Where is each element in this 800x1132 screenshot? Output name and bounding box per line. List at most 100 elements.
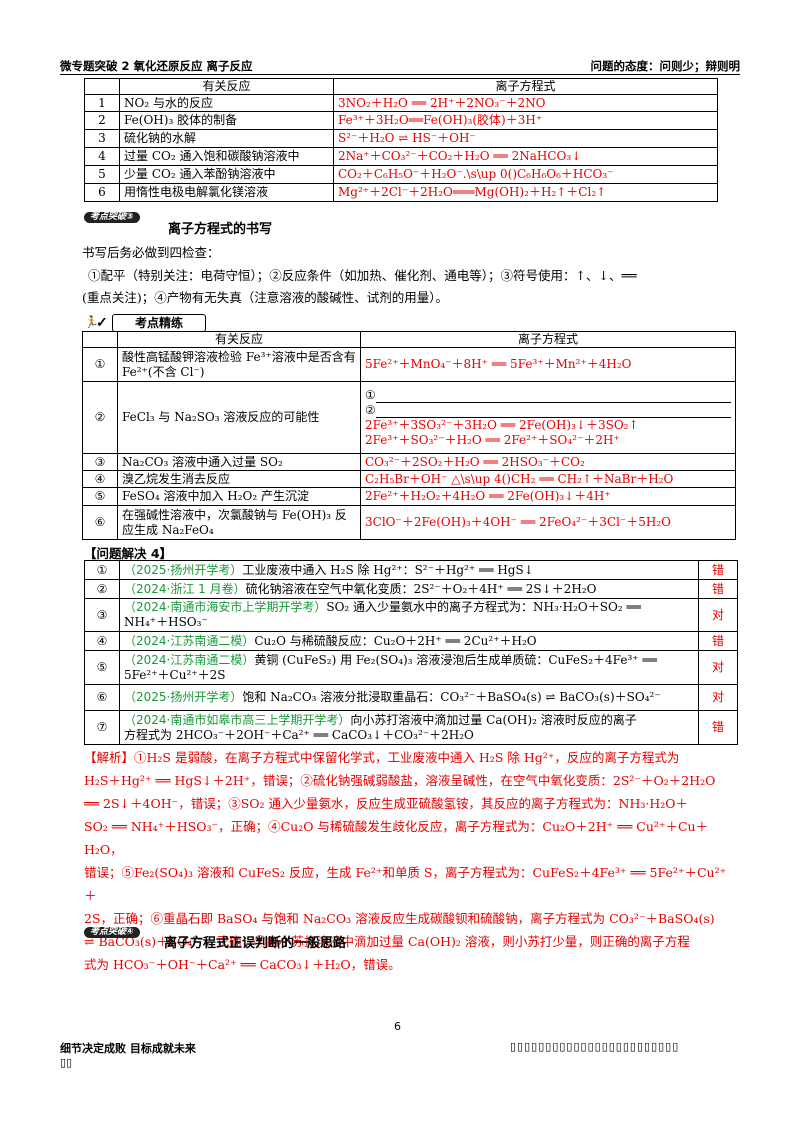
- t1-row-reaction: 硫化钠的水解: [119, 129, 334, 148]
- p4-source: （2024·江苏南通二模）: [124, 652, 255, 667]
- t1-row-equation: Mg²⁺＋2Cl⁻＋2H₂O═══Mg(OH)₂＋H₂↑＋Cl₂↑: [333, 183, 718, 202]
- t1-row-num: 5: [84, 165, 120, 184]
- t1-row-equation: 2Na⁺＋CO₃²⁻＋CO₂＋H₂O ══ 2NaHCO₃↓: [333, 147, 718, 166]
- p4-text: 饱和 Na₂CO₃ 溶液分批浸取重晶石：CO₃²⁻＋BaSO₄(s) ⇌ BaC…: [242, 690, 661, 704]
- p4-text: 硫化钠溶液在空气中氧化变质：2S²⁻＋O₂＋4H⁺ ══ 2S↓＋2H₂O: [245, 581, 597, 596]
- t2-header-reaction: 有关反应: [117, 331, 361, 348]
- p4-row-num: ③: [84, 598, 120, 632]
- answer-blank-2: [375, 405, 731, 418]
- section3-badge: 考点突破③: [84, 212, 140, 223]
- p4-row-num: ④: [84, 631, 120, 651]
- p4-verdict: 对: [698, 684, 738, 711]
- analysis-line: ⇌ BaCO₃(s)＋SO₄²⁻，正确；⑦向小苏打溶液中滴加过量 Ca(OH)₂…: [84, 934, 690, 949]
- footer-right: ▯▯▯▯▯▯▯▯▯▯▯▯▯▯▯▯▯▯▯▯▯▯▯▯: [510, 1040, 680, 1053]
- t2-row-equation: 3ClO⁻＋2Fe(OH)₃＋4OH⁻ ══ 2FeO₄²⁻＋3Cl⁻＋5H₂O: [360, 505, 736, 540]
- t1-row-equation: 3NO₂＋H₂O ══ 2H⁺＋2NO₃⁻＋2NO: [333, 94, 718, 112]
- p4-row-num: ⑤: [84, 650, 120, 685]
- page-number: 6: [394, 1020, 401, 1033]
- t1-row-equation: Fe³⁺＋3H₂O══Fe(OH)₃(胶体)＋3H⁺: [333, 111, 718, 130]
- p4-verdict: 错: [698, 579, 738, 599]
- p4-row-num: ⑥: [84, 684, 120, 711]
- p4-source: （2024·南通市如皋市高三上学期开学考）: [124, 712, 351, 727]
- t1-row-reaction: 少量 CO₂ 通入苯酚钠溶液中: [119, 165, 334, 184]
- p4-source: （2025·扬州开学考）: [124, 562, 243, 577]
- p4-text-cont: NH₄⁺＋HSO₃⁻: [124, 615, 208, 629]
- t2-row-reaction: Na₂CO₃ 溶液中通入过量 SO₂: [117, 453, 361, 471]
- p4-row-statement: （2024·南通市如皋市高三上学期开学考）向小苏打溶液中滴加过量 Ca(OH)₂…: [119, 710, 699, 745]
- t1-row-reaction: Fe(OH)₃ 胶体的制备: [119, 111, 334, 130]
- p4-verdict: 错: [698, 710, 738, 745]
- header-right: 问题的态度：问则少；辩则明: [590, 59, 741, 73]
- check-line-2: (重点关注)；④产物有无失真（注意溶液的酸碱性、试剂的用量）。: [82, 290, 449, 305]
- t1-row-num: 4: [84, 147, 120, 166]
- t2-row-equation-block: ① ② 2Fe³⁺＋3SO₃²⁻＋3H₂O ══ 2Fe(OH)₃↓＋3SO₂↑…: [360, 381, 736, 454]
- p4-row-num: ⑦: [84, 710, 120, 745]
- t2-header-equation: 离子方程式: [360, 331, 736, 348]
- p4-text: 黄铜 (CuFeS₂) 用 Fe₂(SO₄)₃ 溶液浸泡后生成单质硫：CuFeS…: [254, 652, 657, 667]
- p4-row-statement: （2024·南通市海安市上学期开学考）SO₂ 通入少量氨水中的离子方程式为：NH…: [119, 598, 699, 632]
- section4-title: 离子方程式正误判断的一般思路: [164, 936, 347, 951]
- p4-text: Cu₂O 与稀硫酸反应：Cu₂O＋2H⁺ ══ 2Cu²⁺＋H₂O: [254, 633, 537, 648]
- t1-row-reaction: 用惰性电极电解氯化镁溶液: [119, 183, 334, 202]
- p4-row-statement: （2025·扬州开学考）饱和 Na₂CO₃ 溶液分批浸取重晶石：CO₃²⁻＋Ba…: [119, 684, 699, 711]
- t1-row-reaction: 过量 CO₂ 通入饱和碳酸钠溶液中: [119, 147, 334, 166]
- p4-text: 向小苏打溶液中滴加过量 Ca(OH)₂ 溶液时反应的离子: [350, 712, 637, 727]
- t2-row-num: ②: [82, 381, 118, 454]
- p4-row-statement: （2024·江苏南通二模）黄铜 (CuFeS₂) 用 Fe₂(SO₄)₃ 溶液浸…: [119, 650, 699, 685]
- page-header: 微专题突破 2 氧化还原反应 离子反应 问题的态度：问则少；辩则明: [60, 58, 740, 75]
- analysis-line: 【解析】①H₂S 是弱酸，在离子方程式中保留化学式，工业废液中通入 H₂S 除 …: [84, 750, 680, 765]
- t1-row-reaction: NO₂ 与水的反应: [119, 94, 334, 112]
- t2-row-reaction: 在强碱性溶液中，次氯酸钠与 Fe(OH)₃ 反应生成 Na₂FeO₄: [117, 505, 361, 540]
- analysis-line: 错误；⑤Fe₂(SO₄)₃ 溶液和 CuFeS₂ 反应，生成 Fe²⁺和单质 S…: [84, 865, 727, 903]
- practice-tag-label: 考点精练: [112, 314, 206, 332]
- t2-row-reaction: FeSO₄ 溶液中加入 H₂O₂ 产生沉淀: [117, 487, 361, 506]
- analysis-line: 式为 HCO₃⁻＋OH⁻＋Ca²⁺ ══ CaCO₃↓＋H₂O，错误。: [84, 957, 401, 972]
- reactions-table-2: 有关反应 离子方程式 ① 酸性高锰酸钾溶液检验 Fe³⁺溶液中是否含有 Fe²⁺…: [82, 331, 736, 540]
- t1-row-num: 2: [84, 111, 120, 130]
- t2-row-equation: C₂H₅Br＋OH⁻ △\s\up 4()CH₂ ══ CH₂↑＋NaBr＋H₂…: [360, 470, 736, 488]
- t2-row-reaction: FeCl₃ 与 Na₂SO₃ 溶液反应的可能性: [117, 381, 361, 454]
- t2-row-equation: 2Fe³⁺＋SO₃²⁻＋H₂O ══ 2Fe²⁺＋SO₄²⁻＋2H⁺: [365, 432, 620, 447]
- t1-row-num: 1: [84, 94, 120, 112]
- t2-row-num: ④: [82, 470, 118, 488]
- p4-row-num: ②: [84, 579, 120, 599]
- p4-text: 工业废液中通入 H₂S 除 Hg²⁺：S²⁻＋Hg²⁺ ══ HgS↓: [242, 562, 534, 577]
- t2-row-equation: CO₃²⁻＋2SO₂＋H₂O ══ 2HSO₃⁻＋CO₂: [360, 453, 736, 471]
- section3-intro: 书写后务必做到四检查：: [82, 245, 220, 260]
- analysis-block: 【解析】①H₂S 是弱酸，在离子方程式中保留化学式，工业废液中通入 H₂S 除 …: [84, 746, 736, 976]
- problem4-title: 【问题解决 4】: [84, 546, 173, 561]
- p4-row-statement: （2024·江苏南通二模）Cu₂O 与稀硫酸反应：Cu₂O＋2H⁺ ══ 2Cu…: [119, 631, 699, 651]
- footer-left: 细节决定成败 目标成就未来: [60, 1042, 196, 1055]
- p4-verdict: 对: [698, 598, 738, 632]
- analysis-line: 2S，正确；⑥重晶石即 BaSO₄ 与饱和 Na₂CO₃ 溶液反应生成碳酸钡和硫…: [84, 911, 715, 926]
- problem4-table: ① （2025·扬州开学考）工业废液中通入 H₂S 除 Hg²⁺：S²⁻＋Hg²…: [84, 560, 738, 745]
- t2-row-num: ⑥: [82, 505, 118, 540]
- t1-row-num: 6: [84, 183, 120, 202]
- p4-row-num: ①: [84, 560, 120, 580]
- blank-label-1: ①: [365, 387, 376, 402]
- t2-row-equation: 5Fe²⁺＋MnO₄⁻＋8H⁺ ══ 5Fe³⁺＋Mn²⁺＋4H₂O: [360, 347, 736, 382]
- p4-source: （2025·扬州开学考）: [124, 690, 243, 704]
- t2-row-num: ①: [82, 347, 118, 382]
- p4-text-cont: 5Fe²⁺＋Cu²⁺＋2S: [124, 667, 226, 682]
- t2-row-reaction: 酸性高锰酸钾溶液检验 Fe³⁺溶液中是否含有 Fe²⁺(不含 Cl⁻): [117, 347, 361, 382]
- p4-verdict: 错: [698, 631, 738, 651]
- p4-row-statement: （2024·浙江 1 月卷）硫化钠溶液在空气中氧化变质：2S²⁻＋O₂＋4H⁺ …: [119, 579, 699, 599]
- section4-badge: 考点突破④: [84, 927, 140, 938]
- analysis-line: H₂S＋Hg²⁺ ══ HgS↓＋2H⁺，错误；②硫化钠强碱弱酸盐，溶液呈碱性，…: [84, 773, 716, 788]
- checkmark-icon: ✓: [96, 315, 108, 331]
- blank-label-2: ②: [365, 402, 376, 417]
- p4-verdict: 错: [698, 560, 738, 580]
- check-line-1: ①配平（特别关注：电荷守恒）；②反应条件（如加热、催化剂、通电等）；③符号使用：…: [88, 268, 637, 283]
- t1-row-equation: S²⁻＋H₂O ⇌ HS⁻＋OH⁻: [333, 129, 718, 148]
- header-left: 微专题突破 2 氧化还原反应 离子反应: [60, 59, 253, 73]
- p4-text-cont: 方程式为 2HCO₃⁻＋2OH⁻＋Ca²⁺ ══ CaCO₃↓＋CO₃²⁻＋2H…: [124, 727, 474, 742]
- analysis-line: ══ 2S↓＋4OH⁻，错误；③SO₂ 通入少量氨水，反应生成亚硫酸氢铵，其反应…: [84, 796, 688, 811]
- runner-icon: 🏃: [84, 315, 99, 329]
- t2-row-equation: 2Fe³⁺＋3SO₃²⁻＋3H₂O ══ 2Fe(OH)₃↓＋3SO₂↑: [365, 417, 639, 432]
- p4-row-statement: （2025·扬州开学考）工业废液中通入 H₂S 除 Hg²⁺：S²⁻＋Hg²⁺ …: [119, 560, 699, 580]
- t2-row-equation: 2Fe²⁺＋H₂O₂＋4H₂O ══ 2Fe(OH)₃↓＋4H⁺: [360, 487, 736, 506]
- p4-source: （2024·南通市海安市上学期开学考）: [124, 600, 327, 614]
- p4-verdict: 对: [698, 650, 738, 685]
